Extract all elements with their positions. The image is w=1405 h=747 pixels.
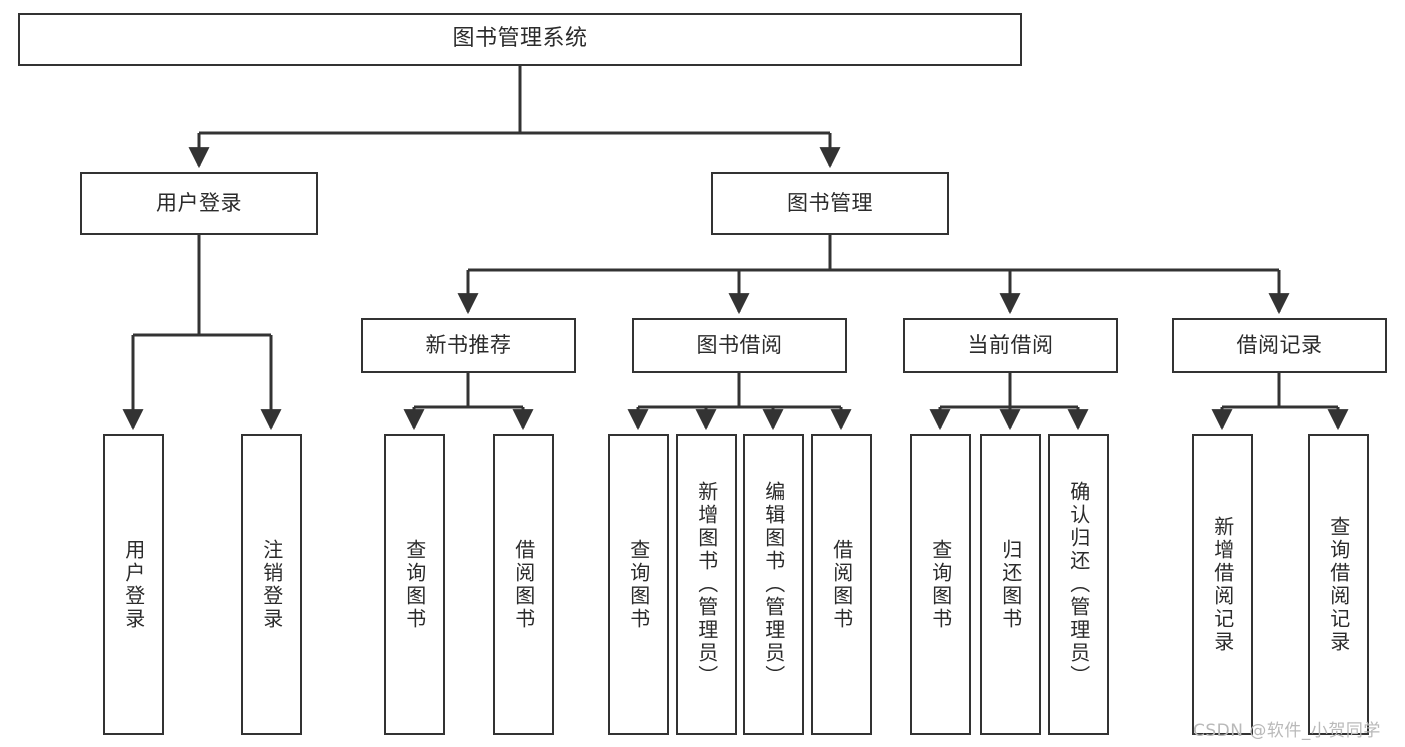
node-label: 编辑图书（管理员） — [761, 481, 786, 688]
leaf-query-books-new[interactable]: 查询图书 — [384, 434, 445, 735]
node-label: 注销登录 — [259, 538, 284, 631]
leaf-query-books-borrow[interactable]: 查询图书 — [608, 434, 669, 735]
leaf-edit-book-admin[interactable]: 编辑图书（管理员） — [743, 434, 804, 735]
node-label: 用户登录 — [121, 538, 146, 631]
node-user-login[interactable]: 用户登录 — [80, 172, 318, 235]
node-label: 当前借阅 — [967, 332, 1054, 357]
node-label: 新增图书（管理员） — [694, 481, 719, 688]
node-borrow-records[interactable]: 借阅记录 — [1172, 318, 1387, 373]
node-label: 用户登录 — [156, 190, 242, 215]
node-label: 图书管理系统 — [452, 26, 588, 52]
csdn-watermark: CSDN @软件_小贺同学 — [1193, 721, 1381, 741]
leaf-query-borrow-record[interactable]: 查询借阅记录 — [1308, 434, 1369, 735]
leaf-confirm-return-admin[interactable]: 确认归还（管理员） — [1048, 434, 1109, 735]
node-book-borrow[interactable]: 图书借阅 — [632, 318, 847, 373]
node-label: 新增借阅记录 — [1210, 515, 1235, 654]
node-label: 图书借阅 — [696, 332, 783, 357]
node-label: 查询图书 — [402, 538, 427, 631]
node-new-book-recommend[interactable]: 新书推荐 — [361, 318, 576, 373]
node-label: 查询借阅记录 — [1326, 515, 1351, 654]
leaf-user-login[interactable]: 用户登录 — [103, 434, 164, 735]
leaf-add-borrow-record[interactable]: 新增借阅记录 — [1192, 434, 1253, 735]
leaf-add-book-admin[interactable]: 新增图书（管理员） — [676, 434, 737, 735]
node-label: 查询图书 — [626, 538, 651, 631]
node-book-management[interactable]: 图书管理 — [711, 172, 949, 235]
leaf-query-books-current[interactable]: 查询图书 — [910, 434, 971, 735]
node-label: 归还图书 — [998, 538, 1023, 631]
node-label: 借阅图书 — [829, 538, 854, 631]
node-label: 确认归还（管理员） — [1066, 481, 1091, 688]
leaf-borrow-books[interactable]: 借阅图书 — [811, 434, 872, 735]
leaf-return-books[interactable]: 归还图书 — [980, 434, 1041, 735]
node-label: 查询图书 — [928, 538, 953, 631]
node-label: 借阅图书 — [511, 538, 536, 631]
node-label: 新书推荐 — [425, 332, 512, 357]
leaf-logout[interactable]: 注销登录 — [241, 434, 302, 735]
leaf-borrow-books-new[interactable]: 借阅图书 — [493, 434, 554, 735]
node-current-borrow[interactable]: 当前借阅 — [903, 318, 1118, 373]
node-root-system[interactable]: 图书管理系统 — [18, 13, 1022, 66]
node-label: 图书管理 — [787, 190, 873, 215]
node-label: 借阅记录 — [1236, 332, 1323, 357]
